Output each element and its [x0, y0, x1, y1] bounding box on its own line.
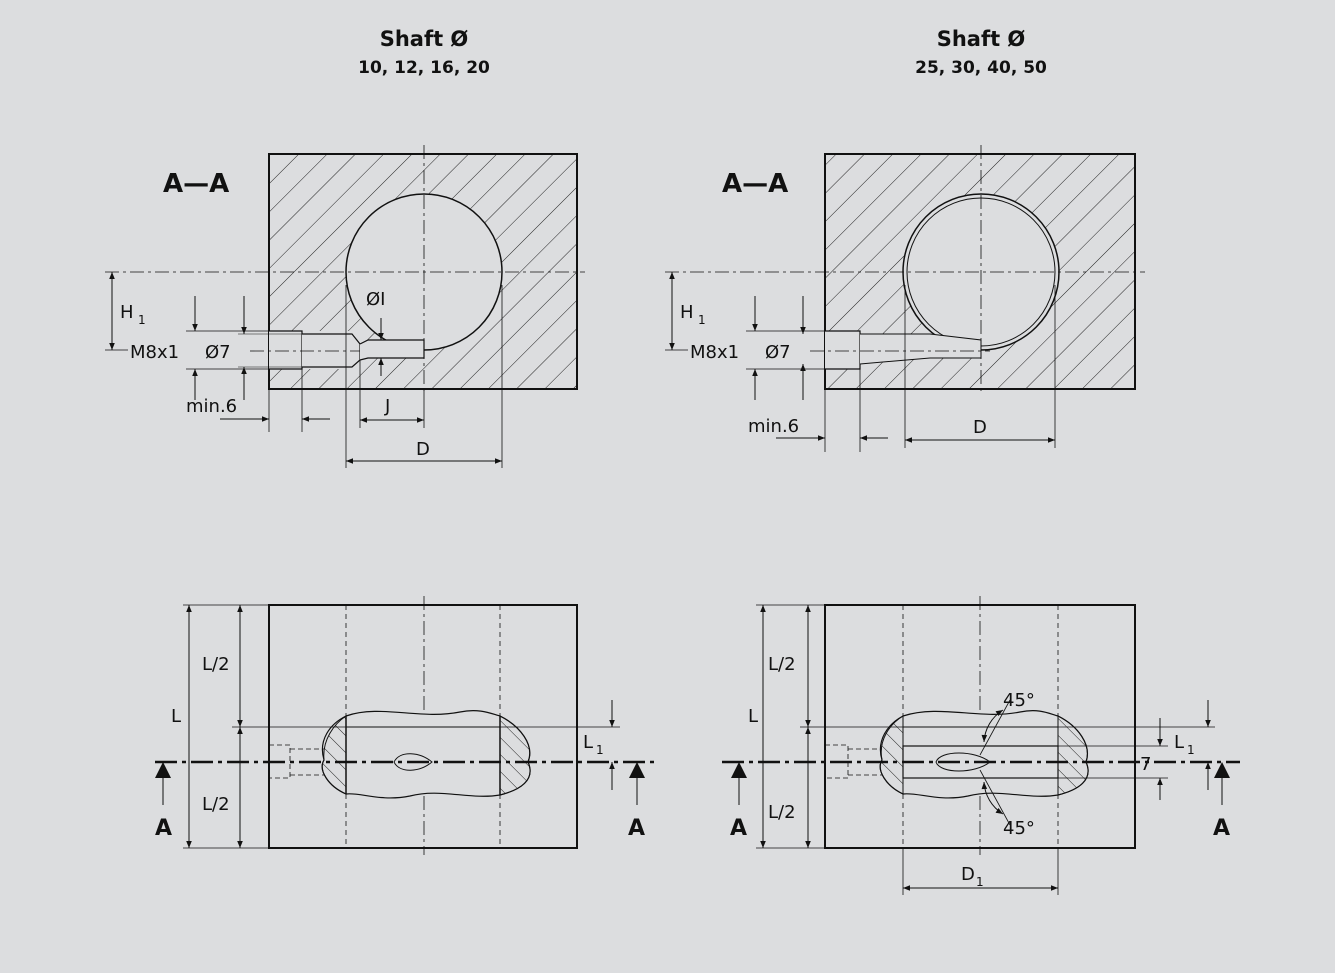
right-angle-top: 45° — [1003, 690, 1035, 711]
left-thread-label: M8x1 — [130, 342, 179, 363]
left-j-label: J — [384, 396, 390, 417]
left-min-label: min.6 — [186, 396, 237, 417]
right-l1-label: L — [1174, 732, 1184, 753]
right-section-view — [665, 145, 1145, 452]
left-hole-label: ØI — [366, 289, 385, 310]
right-h1-sub: 1 — [698, 313, 706, 327]
left-h1-label: H — [120, 302, 134, 323]
right-thread-label: M8x1 — [690, 342, 739, 363]
left-l-label: L — [171, 706, 181, 727]
right-d1-sub: 1 — [976, 875, 984, 889]
left-section-label: A—A — [163, 169, 229, 199]
right-plan-view — [722, 596, 1240, 895]
right-l-half-bottom: L/2 — [768, 802, 796, 823]
right-l-half-top: L/2 — [768, 654, 796, 675]
right-section-label: A—A — [722, 169, 788, 199]
left-title: Shaft Ø — [380, 27, 469, 51]
right-seven-label: 7 — [1140, 754, 1151, 775]
right-title: Shaft Ø — [937, 27, 1026, 51]
right-h1-label: H — [680, 302, 694, 323]
left-l1-label: L — [583, 732, 593, 753]
left-h1-sub: 1 — [138, 313, 146, 327]
right-l1-sub: 1 — [1187, 743, 1195, 757]
right-min-label: min.6 — [748, 416, 799, 437]
right-d1-label: D — [961, 864, 975, 885]
right-l-label: L — [748, 706, 758, 727]
right-sizes: 25, 30, 40, 50 — [915, 58, 1047, 78]
left-plan-view — [155, 596, 655, 855]
left-bore-label: Ø7 — [205, 342, 231, 363]
right-cut-a-right: A — [1213, 816, 1230, 841]
left-d-label: D — [416, 439, 430, 460]
right-angle-bottom: 45° — [1003, 818, 1035, 839]
left-cut-a-right: A — [628, 816, 645, 841]
left-section-view — [105, 145, 585, 468]
left-cut-a-left: A — [155, 816, 172, 841]
left-l-half-top: L/2 — [202, 654, 230, 675]
left-l-half-bottom: L/2 — [202, 794, 230, 815]
left-sizes: 10, 12, 16, 20 — [358, 58, 490, 78]
left-l1-sub: 1 — [596, 743, 604, 757]
right-bore-label: Ø7 — [765, 342, 791, 363]
right-cut-a-left: A — [730, 816, 747, 841]
right-d-label: D — [973, 417, 987, 438]
